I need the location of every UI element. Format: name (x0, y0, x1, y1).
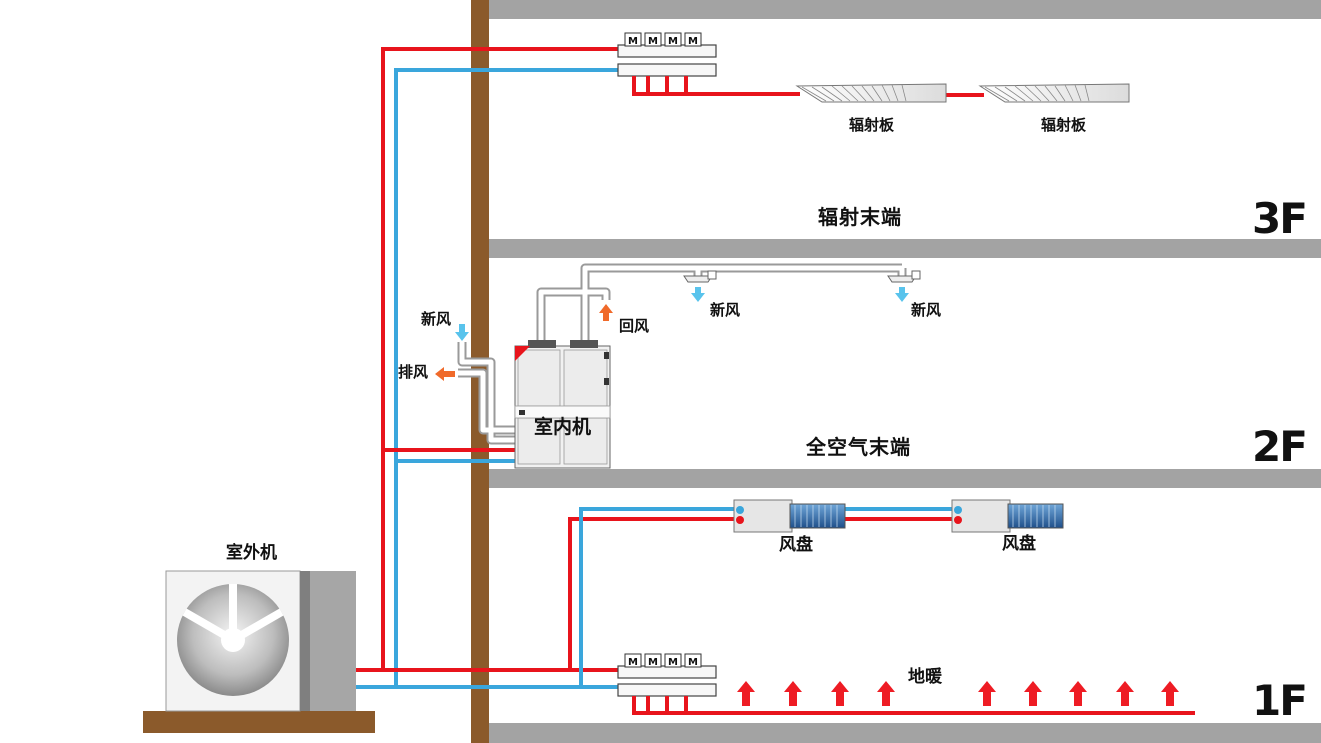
fan-coil-1 (733, 499, 846, 533)
fresh-air-out-arrow-icon-2 (895, 287, 909, 302)
valve-m: M (648, 36, 658, 47)
outdoor-unit-side-edge (300, 571, 310, 711)
fresh-air-out-arrow-icon-1 (691, 287, 705, 302)
slab-3f (489, 239, 1321, 258)
fresh-air-in-arrow-icon (455, 324, 469, 341)
heat-arrow-icon (784, 681, 802, 706)
floor-label-3f: 3F (1252, 194, 1308, 243)
heat-arrow-icon (737, 681, 755, 706)
valve-m: M (688, 657, 698, 668)
fresh-air-out-label-1: 新风 (710, 301, 741, 319)
fan-blades-icon (182, 584, 284, 644)
radiant-panel-2 (978, 83, 1130, 103)
valve-m: M (688, 36, 698, 47)
heat-arrow-icon (1024, 681, 1042, 706)
fan-coil-2 (951, 499, 1064, 533)
fresh-air-in-label: 新风 (421, 310, 452, 328)
fan-coil-label-1: 风盘 (779, 535, 813, 555)
valve-m: M (628, 657, 638, 668)
heat-arrow-icon (831, 681, 849, 706)
return-air-label: 回风 (619, 317, 650, 335)
main-supply-pipe (356, 47, 622, 672)
valve-m: M (668, 657, 678, 668)
diffuser-1 (683, 270, 717, 283)
radiant-panel-label-2: 辐射板 (1041, 116, 1087, 134)
slab-2f (489, 469, 1321, 488)
exhaust-duct (458, 368, 515, 435)
fan-hub-icon (221, 628, 245, 652)
valve-m: M (628, 36, 638, 47)
main-return-pipe (356, 68, 622, 689)
fancoil-supply-pipe (568, 517, 1060, 670)
return-air-arrow-icon (599, 304, 613, 321)
main-pipes (356, 47, 1060, 689)
slab-roof (489, 0, 1321, 19)
heat-arrow-icon (1161, 681, 1179, 706)
floor-slabs (489, 0, 1321, 743)
valve-labels-1f: M M M M (628, 657, 698, 668)
slab-1f (489, 723, 1321, 743)
radiant-terminal-label: 辐射末端 (818, 205, 902, 229)
floor-label-1f: 1F (1252, 676, 1308, 725)
valve-m: M (648, 657, 658, 668)
outdoor-unit-base (143, 711, 375, 733)
fresh-air-out-label-2: 新风 (911, 301, 942, 319)
all-air-terminal-label: 全空气末端 (806, 435, 911, 459)
fan-coil-label-2: 风盘 (1002, 534, 1036, 554)
radiant-panel-1 (795, 83, 947, 103)
indoor-unit-label: 室内机 (534, 416, 592, 438)
outdoor-unit-label: 室外机 (226, 543, 277, 563)
heat-arrow-icon (877, 681, 895, 706)
fancoil-return-pipe (579, 507, 960, 687)
exhaust-arrow-icon (435, 367, 455, 381)
manifold-3f: M M M M (617, 32, 984, 97)
exhaust-air-label: 排风 (398, 363, 429, 381)
outdoor-unit (143, 570, 375, 733)
heat-arrow-icon (978, 681, 996, 706)
floor-heating-label: 地暖 (908, 667, 942, 687)
supply-duct (580, 263, 902, 350)
diffuser-2 (887, 270, 921, 283)
floor-label-2f: 2F (1252, 422, 1308, 471)
indoor-unit (514, 340, 611, 469)
heat-arrow-icon (1069, 681, 1087, 706)
valve-m: M (668, 36, 678, 47)
floor-heating-arrows (737, 681, 1179, 706)
heat-arrow-icon (1116, 681, 1134, 706)
manifold-1f: M M M M (617, 653, 1195, 715)
radiant-panel-label-1: 辐射板 (849, 116, 895, 134)
valve-labels-3f: M M M M (628, 36, 698, 47)
